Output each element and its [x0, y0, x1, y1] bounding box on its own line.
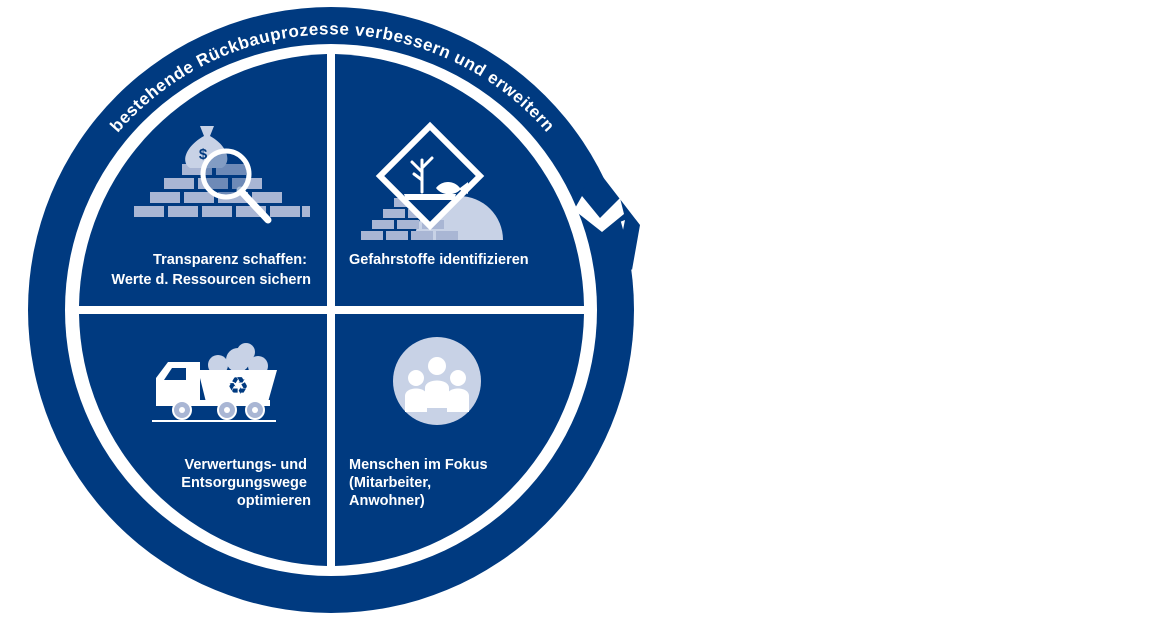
quadrant-bottom-right-text: Menschen im Fokus (Mitarbeiter, Anwohner… — [349, 457, 492, 509]
hazard-environment-icon — [361, 121, 503, 240]
quadrant-grid — [79, 54, 584, 566]
quadrant-top-right-text: Gefahrstoffe identifizieren — [349, 252, 529, 268]
quadrant-top-left-text: Transparenz schaffen: Werte d. Ressource… — [111, 252, 311, 288]
quadrant-bottom-left — [79, 314, 327, 566]
people-group-icon — [393, 337, 481, 425]
svg-text:$: $ — [199, 146, 208, 163]
recycling-truck-icon: ♻ — [152, 343, 277, 422]
inner-separator — [65, 44, 597, 576]
magnifier-money-bricks-icon: $ — [134, 126, 310, 224]
quadrant-bottom-left-text: Verwertungs- und Entsorgungswege optimie… — [181, 457, 311, 509]
cycle-arrow-notch — [574, 196, 624, 232]
svg-text:♻: ♻ — [227, 373, 249, 400]
